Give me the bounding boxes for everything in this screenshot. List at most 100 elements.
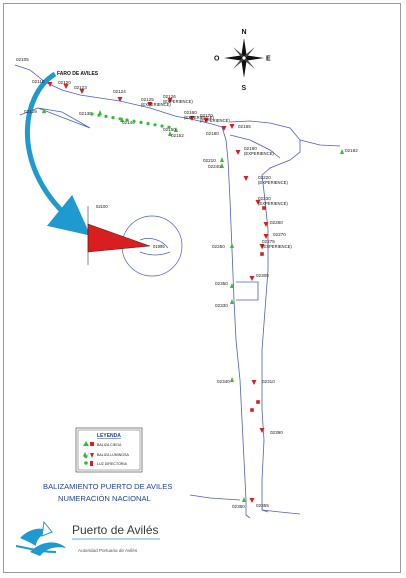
- buoy-tag-02190: (EXPERIENCE): [244, 151, 274, 156]
- buoy-marker-02126: [167, 98, 173, 103]
- inset-label-a: 02100: [96, 204, 108, 209]
- buoy-marker-02110: [47, 82, 53, 87]
- buoy-label-02330: 02330: [215, 303, 228, 308]
- lit-buoy-dot: [118, 117, 122, 121]
- legend-item-directional-label: LUZ DIRECTORIA: [97, 462, 127, 466]
- buoy-marker-02140: [120, 117, 124, 122]
- buoy-label-02230: 02230: [258, 196, 271, 201]
- buoy-marker-02270: [263, 234, 269, 239]
- buoy-marker-02355: [249, 498, 255, 503]
- buoy-marker-02350: [230, 283, 234, 288]
- lit-buoy-dot: [125, 118, 129, 122]
- buoy-marker-02250: [230, 243, 234, 248]
- buoy-marker-02180: [221, 126, 227, 131]
- buoy-marker-02210: [220, 157, 224, 162]
- buoy-label-02123: 02123: [74, 85, 87, 90]
- buoy-label-02129: 02129: [24, 109, 37, 114]
- buoy-label-02124: 02124: [113, 89, 126, 94]
- buoy-label-02180: 02180: [206, 131, 219, 136]
- inset-label-b: 01995: [153, 244, 165, 249]
- lit-buoy-dot: [139, 120, 143, 124]
- buoy-label-02125: 02125: [141, 97, 154, 102]
- legend-item-lit: BALIZA LUMINOSA: [83, 452, 130, 458]
- lit-buoy-dot: [153, 123, 157, 127]
- buoy-marker-02129: [42, 108, 46, 113]
- buoy-label-02140: 02140: [122, 120, 135, 125]
- buoy-marker-02240: [220, 163, 224, 168]
- coastline: [14, 64, 341, 519]
- legend-title: LEYENDA: [97, 433, 121, 439]
- title-line-1: BALIZAMIENTO PUERTO DE AVILES: [43, 482, 172, 491]
- compass-w: O: [214, 56, 220, 63]
- buoy-marker-02125: [147, 102, 153, 107]
- buoy-marker-02123: [79, 89, 85, 94]
- buoy-marker-02390: [259, 428, 265, 433]
- legend-item-lit-label: BALIZA LUMINOSA: [97, 453, 130, 457]
- lit-buoy-dot: [160, 124, 164, 128]
- buoy-marker-02360: [242, 497, 246, 502]
- buoy-tag-02170: (EXPERIENCE): [200, 118, 230, 123]
- compass-e: E: [266, 56, 271, 63]
- buoy-marker-02152: [168, 131, 172, 136]
- buoy-tag-02160: (EXPERIENCE): [184, 115, 214, 120]
- buoy-tag-02230: (EXPERIENCE): [258, 201, 288, 206]
- lit-buoy-dot: [167, 125, 171, 129]
- blind-buoy-mark: [260, 252, 264, 256]
- legend-item-blind-label: BALIZA CIEGA: [97, 443, 122, 447]
- buoy-label-02390: 02390: [270, 430, 283, 435]
- buoy-label-02170: 02170: [200, 113, 213, 118]
- buoy-marker-02150: [174, 127, 178, 132]
- buoy-marker-02120: [63, 84, 69, 89]
- buoy-label-02210: 02210: [203, 158, 216, 163]
- blind-buoy-mark: [262, 206, 266, 210]
- inset-detail: 02100 01995: [87, 204, 183, 277]
- buoy-tag-02275: (EXPERIENCE): [262, 244, 292, 249]
- blind-buoy-mark: [250, 408, 254, 412]
- title-line-2: NUMERACIÓN NACIONAL: [58, 494, 151, 503]
- buoy-label-02185: 02185: [238, 124, 251, 129]
- lit-buoy-dot: [90, 112, 94, 116]
- compass-rose: N S E O: [214, 29, 271, 92]
- inset-pointer-arrow: [24, 71, 91, 236]
- legend-item-directional: LUZ DIRECTORIA: [84, 461, 127, 466]
- buoy-label-02355: 02355: [256, 503, 269, 508]
- buoy-label-02160: 02160: [184, 110, 197, 115]
- buoy-marker-02192: [340, 149, 344, 154]
- blind-buoy-mark: [256, 400, 260, 404]
- legend-item-blind: BALIZA CIEGA: [83, 441, 122, 447]
- buoy-label-02250: 02250: [212, 244, 225, 249]
- buoy-label-02240: 02240: [208, 164, 221, 169]
- buoy-label-02152: 02152: [171, 133, 184, 138]
- buoy-label-02350: 02350: [215, 281, 228, 286]
- buoy-label-02130: 02130: [79, 111, 92, 116]
- buoy-label-02360: 02360: [232, 504, 245, 509]
- buoy-marker-02340: [230, 377, 234, 382]
- buoy-marker-02230: [255, 200, 261, 205]
- buoy-marker-02260: [263, 222, 269, 227]
- logo-name: Puerto de Avilés: [72, 523, 159, 537]
- lit-buoy-dot: [104, 114, 108, 118]
- buoy-label-02120: 02120: [58, 80, 71, 85]
- buoy-label-02310: 02310: [262, 379, 275, 384]
- buoy-marker-02330: [230, 299, 234, 304]
- buoy-label-02340: 02340: [217, 379, 230, 384]
- legend: LEYENDA BALIZA CIEGA BALIZA LUMINOSA LUZ…: [75, 427, 143, 473]
- lit-buoy-dot: [132, 119, 136, 123]
- buoy-marker-02185: [229, 124, 235, 129]
- buoy-marker-02275: [259, 244, 265, 249]
- buoy-label-02110: 02110: [32, 79, 45, 84]
- lighthouse-label: FARO DE AVILES: [57, 71, 99, 77]
- buoy-label-02192: 02192: [345, 148, 358, 153]
- buoy-marker-02190: [235, 150, 241, 155]
- compass-s: S: [242, 85, 247, 92]
- lit-buoy-dot: [111, 116, 115, 120]
- buoy-label-02190: 02190: [244, 146, 257, 151]
- buoy-marker-02220: [243, 176, 249, 181]
- buoy-label-02126: 02126: [163, 94, 176, 99]
- buoy-label-02300: 02300: [256, 273, 269, 278]
- buoy-label-02270: 02270: [273, 232, 286, 237]
- logo-subtitle: Autoridad Portuaria de Avilés: [78, 548, 138, 553]
- buoy-label-02150: 02150: [163, 127, 176, 132]
- buoy-label-02220: 02220: [258, 175, 271, 180]
